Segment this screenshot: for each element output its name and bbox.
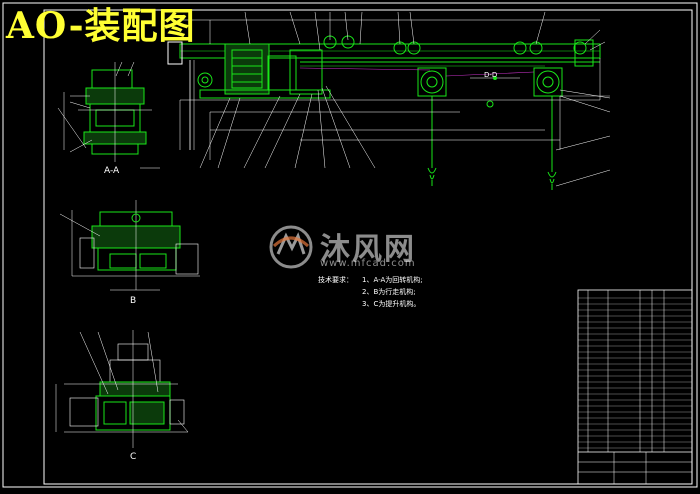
view-label-aa: A-A (104, 166, 120, 176)
tech-req-item: 2、B为行走机构; (362, 288, 416, 296)
drawing-title: AO-装配图 (6, 5, 196, 47)
watermark-url: www.mfcad.com (320, 258, 416, 269)
tech-req-heading: 技术要求： (318, 276, 353, 284)
main-crane-view (167, 11, 611, 190)
view-label-b: B (130, 296, 137, 306)
tech-req-item: 1、A-A为回转机构; (362, 276, 423, 284)
view-b (59, 200, 200, 291)
watermark: 沐风网 www.mfcad.com (268, 224, 438, 272)
tech-req-item: 3、C为提升机构。 (362, 300, 421, 308)
view-c (55, 330, 189, 448)
outer-border (2, 2, 698, 488)
technical-requirements: 技术要求： 1、A-A为回转机构; 2、B为行走机构; 3、C为提升机构。 (318, 274, 423, 310)
view-label-c: C (130, 452, 137, 462)
view-aa (57, 61, 152, 162)
watermark-logo-icon (269, 225, 313, 269)
title-block (577, 289, 693, 485)
watermark-text: 沐风网 (320, 232, 416, 267)
view-label-dd: D-D (484, 71, 498, 79)
inner-border (43, 9, 693, 485)
